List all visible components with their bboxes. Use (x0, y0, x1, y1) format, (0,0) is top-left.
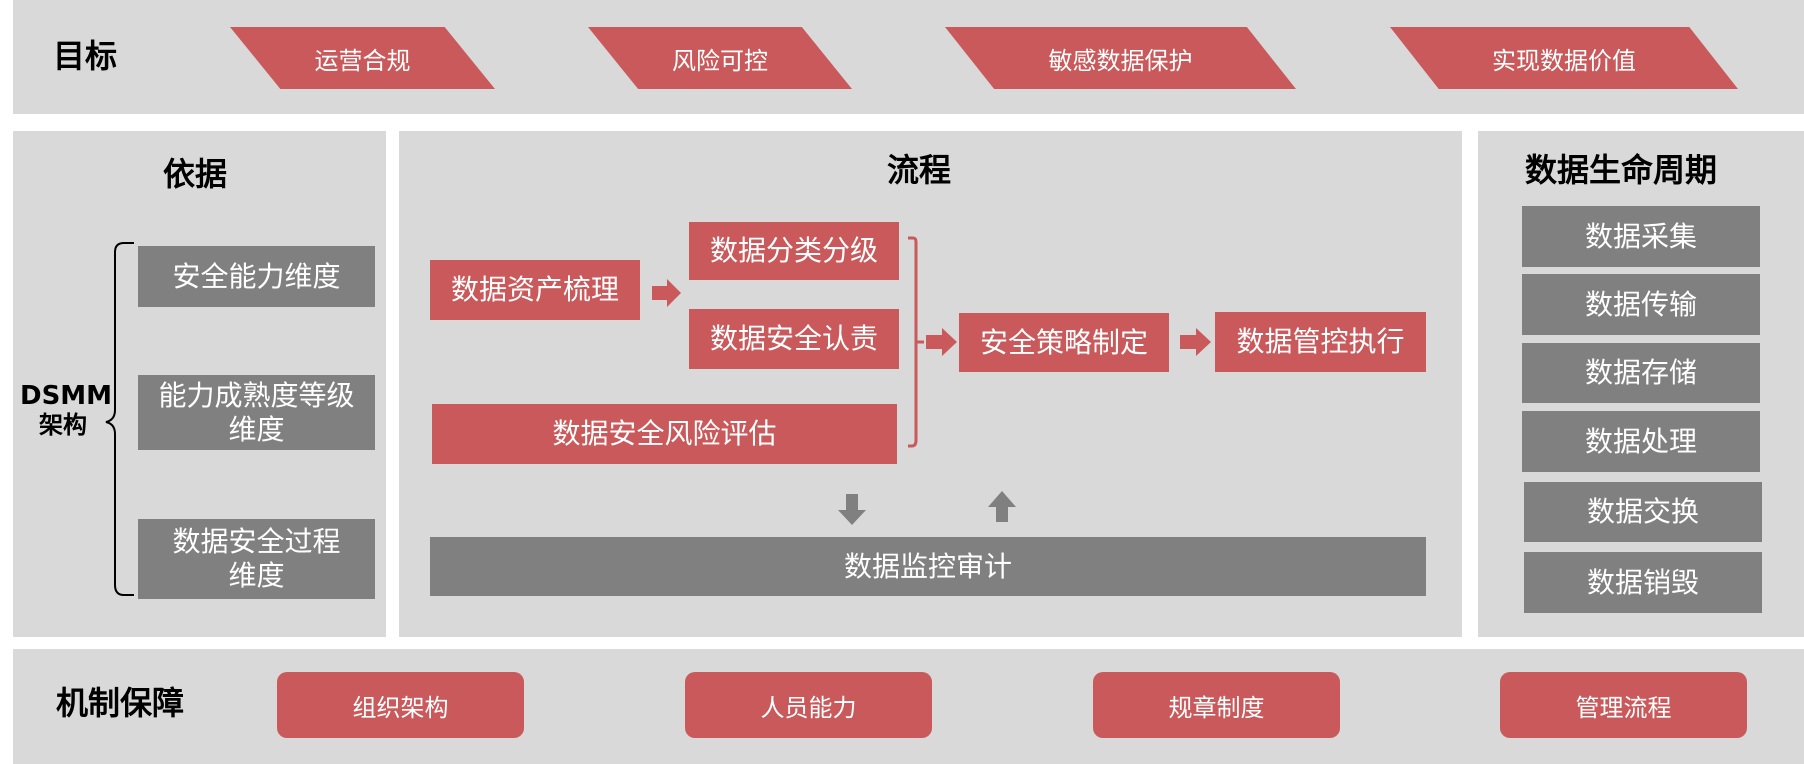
mechanism-item: 组织架构 (277, 672, 524, 738)
lifecycle-item: 数据采集 (1522, 206, 1760, 267)
lifecycle-item: 数据处理 (1522, 411, 1760, 472)
lifecycle-item: 数据交换 (1524, 482, 1762, 542)
basis-title: 依据 (163, 155, 228, 193)
arrow-right-icon (926, 328, 957, 356)
mechanism-title: 机制保障 (56, 684, 185, 722)
goal-item: 实现数据价值 (1390, 27, 1738, 89)
lifecycle-item: 数据传输 (1522, 274, 1760, 335)
mechanism-item: 管理流程 (1500, 672, 1747, 738)
goal-item: 敏感数据保护 (945, 27, 1296, 89)
asset-inventory-box: 数据资产梳理 (430, 260, 640, 320)
basis-item: 能力成熟度等级维度 (138, 375, 375, 450)
policy-box: 安全策略制定 (959, 313, 1169, 372)
basis-item: 数据安全过程维度 (138, 519, 375, 599)
classification-box: 数据分类分级 (689, 222, 899, 280)
goal-item: 运营合规 (230, 27, 495, 89)
framework-label-line1: DSMM (20, 381, 113, 411)
arrow-right-icon (652, 279, 681, 307)
arrow-down-icon (838, 494, 866, 525)
framework-label-line2: 架构 (39, 410, 87, 439)
arrow-right-icon (1180, 328, 1211, 356)
process-title: 流程 (887, 151, 952, 189)
arrow-up-icon (988, 491, 1016, 522)
framework-label: DSMM 架构 (20, 381, 113, 439)
lifecycle-item: 数据销毁 (1524, 552, 1762, 613)
mechanism-item: 规章制度 (1093, 672, 1340, 738)
responsibility-box: 数据安全认责 (689, 309, 899, 369)
lifecycle-title: 数据生命周期 (1525, 151, 1718, 189)
lifecycle-item: 数据存储 (1522, 343, 1760, 403)
mechanism-item: 人员能力 (685, 672, 932, 738)
monitoring-box: 数据监控审计 (430, 537, 1426, 596)
goal-item: 风险可控 (588, 27, 852, 89)
goals-title: 目标 (53, 37, 118, 75)
execution-box: 数据管控执行 (1215, 312, 1426, 372)
basis-item: 安全能力维度 (138, 246, 375, 307)
risk-assessment-box: 数据安全风险评估 (432, 404, 897, 464)
